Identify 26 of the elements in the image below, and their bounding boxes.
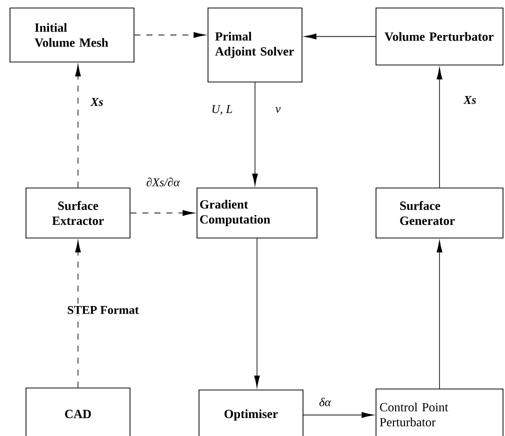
process-box: Surface Generator bbox=[376, 188, 504, 238]
arrow bbox=[303, 412, 374, 418]
process-box: CAD bbox=[26, 388, 130, 436]
arrow bbox=[436, 240, 442, 389]
process-box: Control Point Perturbator bbox=[376, 388, 504, 436]
arrow bbox=[75, 64, 81, 188]
arrow bbox=[252, 82, 258, 186]
process-box: Optimiser bbox=[198, 390, 304, 436]
edge-label: Xs bbox=[462, 95, 478, 105]
process-box: Gradient Computation bbox=[196, 188, 318, 238]
edge-label: Xs bbox=[90, 97, 104, 107]
process-box: Surface Extractor bbox=[26, 188, 130, 238]
edge-label: U, L bbox=[210, 104, 234, 116]
edge-label: STEP Format bbox=[66, 304, 140, 316]
arrow bbox=[436, 68, 442, 188]
arrow bbox=[134, 32, 206, 38]
process-box: Volume Perturbator bbox=[376, 8, 504, 66]
symbol-label: ν bbox=[276, 107, 281, 113]
process-box: Primal Adjoint Solver bbox=[208, 8, 302, 82]
arrow bbox=[304, 34, 376, 40]
arrow bbox=[130, 210, 194, 216]
edge-label: δα bbox=[318, 396, 332, 408]
process-box: Initial Volume Mesh bbox=[10, 8, 134, 62]
arrow bbox=[75, 240, 81, 388]
edge-label: ∂Xs/∂α bbox=[145, 176, 181, 188]
arrow bbox=[254, 238, 260, 388]
